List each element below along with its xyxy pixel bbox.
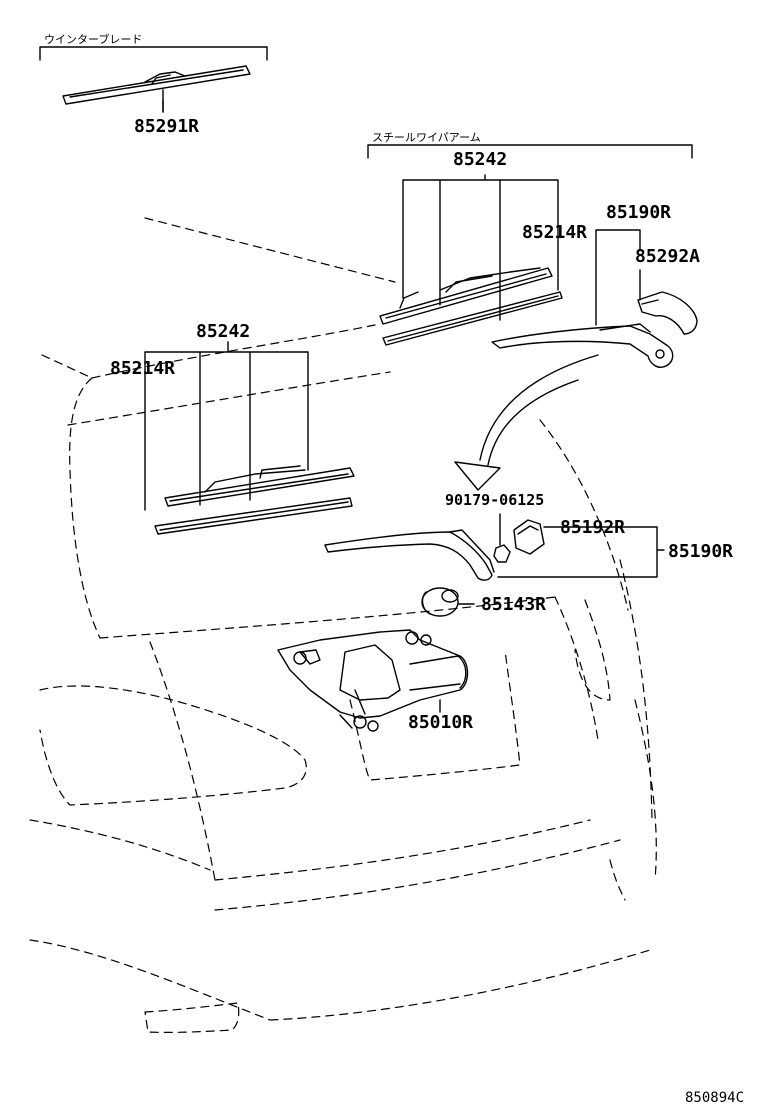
vehicle-body-outline <box>29 217 657 1033</box>
grommet-icon <box>421 587 475 617</box>
wiper-motor-icon <box>277 629 469 732</box>
diagram-reference: 850894C <box>685 1090 745 1106</box>
part-number-85143R[interactable]: 85143R <box>481 594 547 615</box>
part-number-85190R-mid[interactable]: 85190R <box>668 541 734 562</box>
wiper-cap-icon <box>513 519 545 555</box>
winter-blade-label: ウインターブレード <box>44 33 143 46</box>
part-number-85242-left[interactable]: 85242 <box>196 321 251 342</box>
steel-wiper-arm-label: スチールワイパアーム <box>372 131 481 144</box>
wiper-arm-cap-top-icon <box>637 291 698 335</box>
part-number-85190R-top[interactable]: 85190R <box>606 202 672 223</box>
leader-85242-top <box>402 174 559 321</box>
leader-85242-left <box>144 341 309 511</box>
part-number-85291R[interactable]: 85291R <box>134 116 200 137</box>
winter-blade-bracket <box>39 46 268 61</box>
rear-wiper-blade-top-icon <box>379 267 563 346</box>
wiper-nut-icon <box>493 544 511 563</box>
part-number-85192R[interactable]: 85192R <box>560 517 626 538</box>
part-number-85010R[interactable]: 85010R <box>408 712 474 733</box>
part-number-90179-06125[interactable]: 90179-06125 <box>445 491 545 509</box>
winter-blade-icon <box>62 65 251 113</box>
part-number-85214R-left[interactable]: 85214R <box>110 358 176 379</box>
part-number-85214R-top[interactable]: 85214R <box>522 222 588 243</box>
part-number-85242-top[interactable]: 85242 <box>453 149 508 170</box>
direction-arrow-icon <box>454 354 599 491</box>
leader-85190R-top <box>595 229 641 326</box>
steel-wiper-arm-bracket <box>367 144 693 159</box>
rear-wiper-arm-top-icon <box>491 323 674 368</box>
part-number-85292A[interactable]: 85292A <box>635 246 701 267</box>
rear-wiper-arm-mid-icon <box>324 529 495 581</box>
rear-wiper-blade-left-icon <box>154 465 355 535</box>
leader-85190R-mid <box>497 513 665 578</box>
